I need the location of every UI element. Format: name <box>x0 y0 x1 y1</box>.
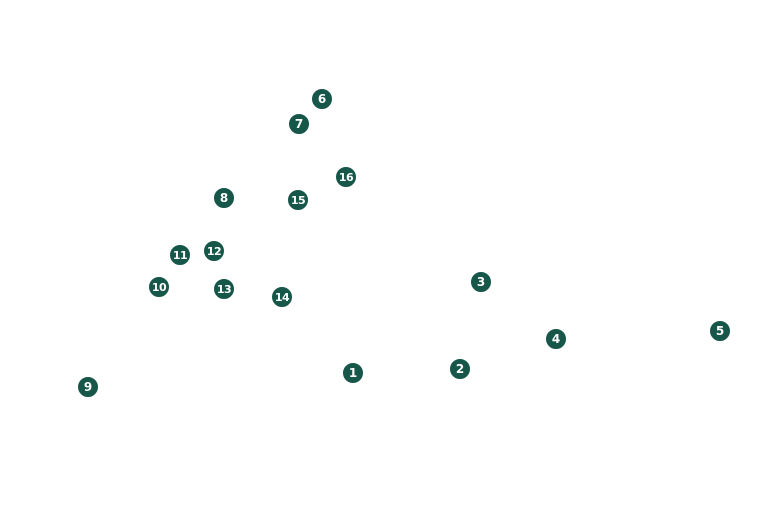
map-marker-15[interactable]: 15 <box>287 189 309 211</box>
map-marker-2[interactable]: 2 <box>449 358 471 380</box>
map-marker-5[interactable]: 5 <box>709 320 731 342</box>
map-marker-6[interactable]: 6 <box>311 88 333 110</box>
map-marker-8[interactable]: 8 <box>213 187 235 209</box>
map-marker-9[interactable]: 9 <box>77 376 99 398</box>
map-marker-11[interactable]: 11 <box>169 244 191 266</box>
map-marker-3[interactable]: 3 <box>470 271 492 293</box>
map-marker-10[interactable]: 10 <box>148 276 170 298</box>
map-marker-4[interactable]: 4 <box>545 328 567 350</box>
map-marker-12[interactable]: 12 <box>203 240 225 262</box>
map-marker-7[interactable]: 7 <box>288 113 310 135</box>
map-marker-14[interactable]: 14 <box>271 286 293 308</box>
map-marker-16[interactable]: 16 <box>335 166 357 188</box>
map-marker-13[interactable]: 13 <box>213 278 235 300</box>
map-marker-1[interactable]: 1 <box>342 362 364 384</box>
